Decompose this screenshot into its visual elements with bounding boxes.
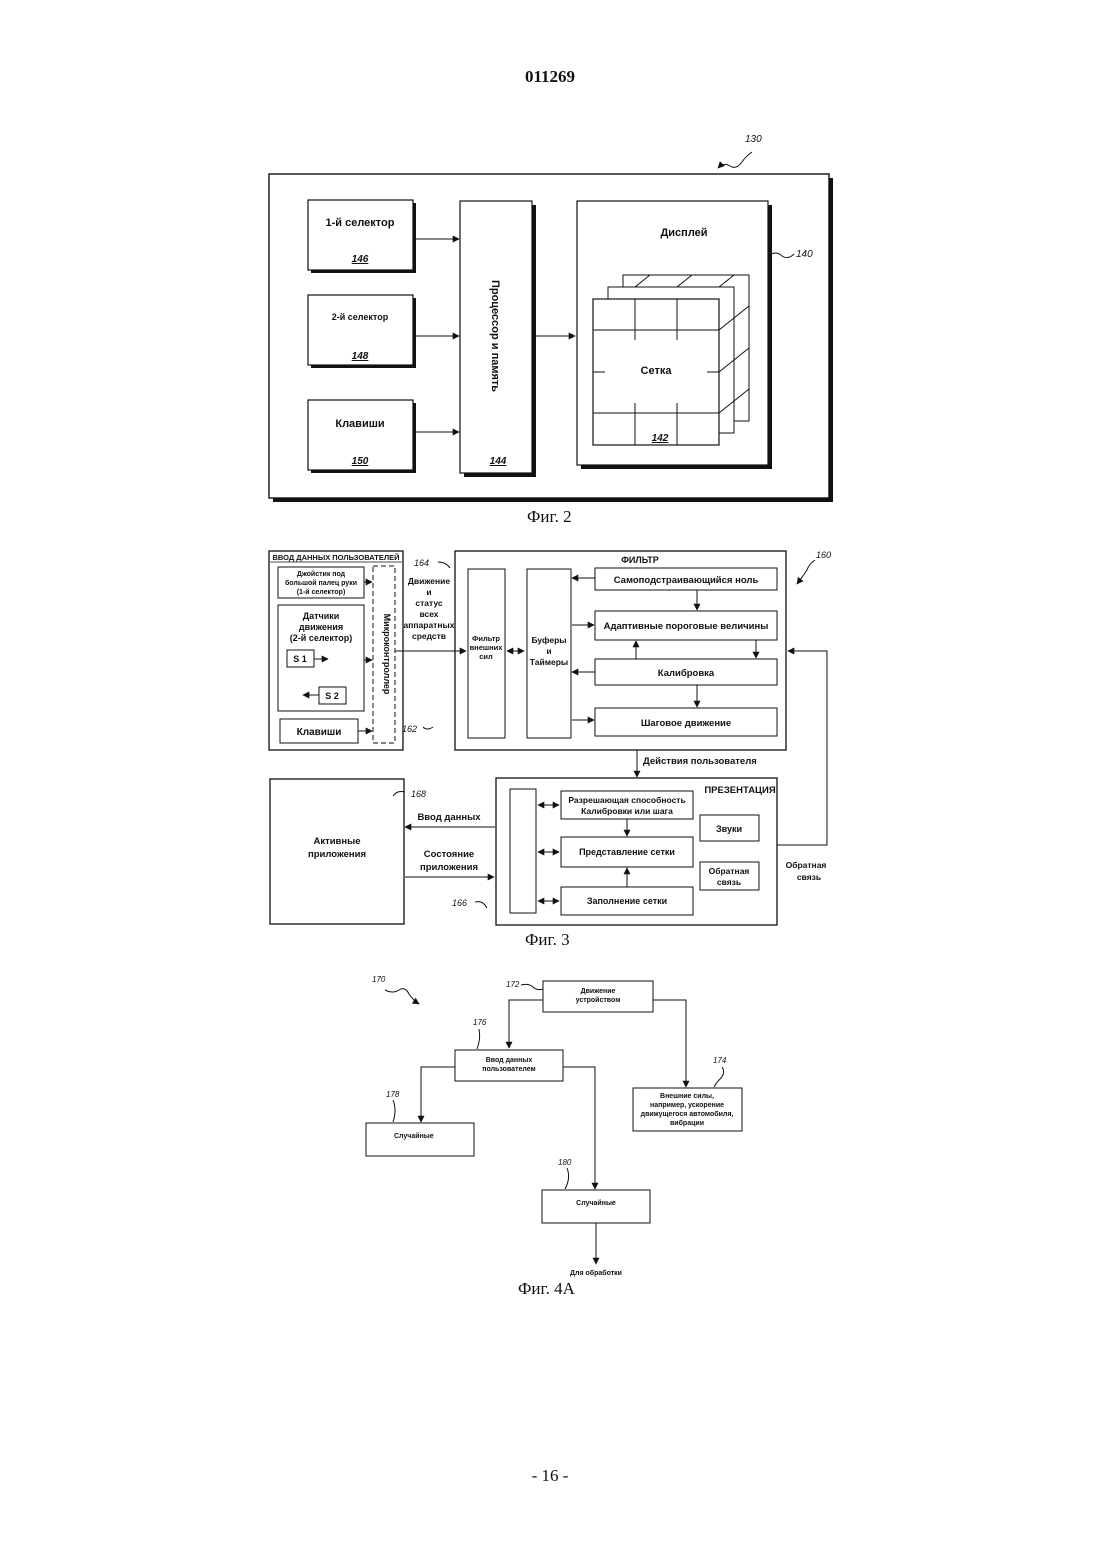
fig2-processor-label: Процессор и память [489,280,501,392]
fig3-joystick-l3: (1-й селектор) [297,588,346,596]
fig3-motion-status-l4: всех [419,609,438,619]
page-footer: - 16 - [0,1466,1100,1486]
fig4a-ref-170: 170 [372,975,386,984]
fig3-buffers-l3: Таймеры [530,657,568,667]
fig2-selector1-ref: 146 [352,254,369,265]
fig3-calibration-label: Калибровка [658,668,715,679]
fig3-motion-sensors-l3: (2-й селектор) [290,633,352,643]
fig4a-user-input-l1: Ввод данных [486,1057,533,1064]
fig2: 130 1-й селектор 146 2-й селектор 148 Кл… [269,134,833,502]
fig3-ref-160: 160 [816,550,831,560]
fig3-keys-label: Клавиши [297,727,342,738]
fig3-buffers-l1: Буферы [531,635,566,645]
fig3-motion-status-l2: и [426,587,431,597]
fig4a-random1-label: Случайные [394,1132,434,1140]
fig4a-ref-178: 178 [386,1090,400,1099]
fig4a-branch-user-input [509,1000,543,1048]
fig3-user-actions-label: Действия пользователя [643,756,757,767]
fig3-joystick-l2: большой палец руки [285,579,357,587]
fig3-feedback-loop [777,651,827,845]
fig3-feedback-l2: связь [797,872,821,882]
fig3-grid-fill-label: Заполнение сетки [587,896,667,906]
fig3-s2-label: S 2 [325,691,339,701]
fig3-adaptive-label: Адаптивные пороговые величины [604,621,769,632]
fig4a-for-processing-label: Для обработки [570,1269,622,1277]
fig3-step-motion-label: Шаговое движение [641,718,731,729]
fig2-processor-ref: 144 [490,456,507,467]
fig3-motion-status-l6: средств [412,631,446,641]
fig3-active-apps-l1: Активные [313,836,360,847]
fig4a-external-l3: движущегося автомобиля, [641,1110,734,1118]
fig3-presentation-title: ПРЕЗЕНТАЦИЯ [704,785,775,796]
fig3-sounds-label: Звуки [716,824,742,834]
fig2-keys-ref: 150 [352,456,369,467]
fig4a-ref-174: 174 [713,1056,727,1065]
fig3-grid-view-label: Представление сетки [579,847,675,857]
fig2-selector2-ref: 148 [352,351,369,362]
fig3-ext-filter-l3: сил [479,652,493,661]
fig3-filter-title: ФИЛЬТР [621,555,659,565]
fig3-microcontroller-label: Микроконтроллер [382,614,392,695]
fig2-selector2-label: 2-й селектор [332,312,389,322]
fig4a-user-input-l2: пользователем [482,1066,535,1073]
fig2-ref-130: 130 [745,134,762,145]
fig2-ref-140: 140 [796,249,813,260]
fig3-active-apps-l2: приложения [308,849,366,860]
fig4a-external-l2: например, ускорение [650,1102,724,1109]
fig3-app-state-l2: приложения [420,862,478,873]
fig3-s1-label: S 1 [293,654,307,664]
fig3-ext-filter-l1: Фильтр [472,634,500,643]
fig3-user-input-title: ВВОД ДАННЫХ ПОЛЬЗОВАТЕЛЕЙ [272,553,399,562]
fig4a-device-motion-l2: устройством [576,996,621,1004]
fig3-ref-168: 168 [411,789,426,799]
fig4a-ref-172: 172 [506,980,520,989]
fig3-ref-166: 166 [452,898,467,908]
fig3-ref-162: 162 [402,724,417,734]
fig2-display-label: Дисплей [660,227,707,239]
fig4a-branch-external [653,1000,686,1087]
fig3-motion-status-l1: Движение [408,576,451,586]
fig3-ref-164: 164 [414,558,429,568]
fig3-feedback-box-l2: связь [717,877,741,887]
fig3-joystick-l1: Джойстик под [297,570,346,578]
fig3-motion-sensors-l1: Датчики [303,611,340,621]
fig3-motion-status-l3: статус [415,598,443,608]
fig2-caption: Фиг. 2 [527,507,572,527]
fig4a-ref-176: 176 [473,1018,487,1027]
fig3-feedback-l1: Обратная [786,860,827,870]
fig3-caption: Фиг. 3 [525,930,570,950]
fig4a: 170 Движение устройством 172 Ввод данных… [366,975,742,1277]
fig4a-ref-180: 180 [558,1158,572,1167]
fig3-motion-status-l5: аппаратных [404,620,455,630]
fig3-app-state-l1: Состояние [424,849,474,860]
fig3-ext-filter-l2: внешних [470,643,504,652]
fig4a-caption: Фиг. 4А [518,1279,575,1299]
fig2-grid-ref: 142 [652,433,669,444]
fig4a-device-motion-l1: Движение [581,988,616,995]
fig3-buffers-l2: и [546,646,551,656]
fig4a-external-l4: вибрации [670,1119,704,1127]
fig3-resolution-l2: Калибровки или шага [581,806,673,816]
fig3-self-zero-label: Самоподстраивающийся ноль [614,575,759,586]
fig4a-random2-label: Случайные [576,1199,616,1207]
fig4a-external-l1: Внешние силы, [660,1093,714,1100]
fig3-data-input-label: Ввод данных [417,812,481,823]
fig3-presentation-bus [510,789,536,913]
fig4a-branch-random1 [421,1067,455,1122]
fig2-ref-130-leader [718,152,752,168]
fig3-motion-sensors-l2: движения [299,622,343,632]
fig2-grid-label: Сетка [641,365,673,377]
fig2-keys-label: Клавиши [335,418,384,430]
fig2-selector1-label: 1-й селектор [326,217,395,229]
fig3-resolution-l1: Разрешающая способность [568,795,685,805]
fig3-feedback-box-l1: Обратная [709,866,750,876]
fig3: ВВОД ДАННЫХ ПОЛЬЗОВАТЕЛЕЙ Джойстик под б… [269,550,831,925]
